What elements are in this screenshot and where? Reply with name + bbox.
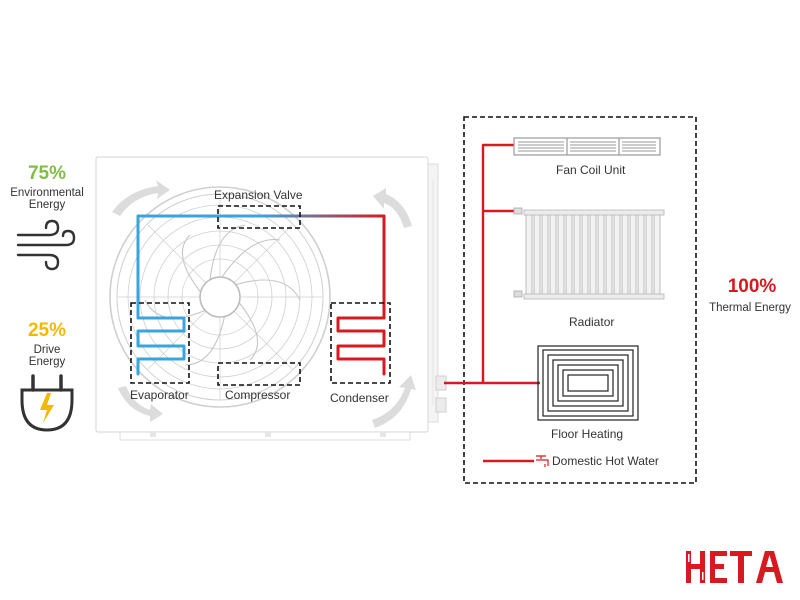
radiator-column: [581, 211, 589, 298]
refrigerant-circuit: [136, 214, 386, 376]
fan-coil-label: Fan Coil Unit: [556, 163, 626, 177]
distribution-pipe: [444, 143, 540, 463]
radiator-column: [613, 211, 621, 298]
fan-coil-unit: [513, 137, 661, 156]
brand-logo: [686, 550, 789, 584]
radiator-column: [525, 211, 533, 298]
heating-system-panel: [463, 116, 697, 484]
radiator-column: [597, 211, 605, 298]
expansion-valve-label: Expansion Valve: [214, 188, 303, 202]
radiator-column: [653, 211, 661, 298]
tap-icon: [536, 455, 549, 467]
drive-label-line1: Drive: [33, 344, 61, 356]
condenser-label: Condenser: [330, 391, 389, 405]
fan: [109, 186, 331, 408]
radiator-column: [629, 211, 637, 298]
floor-heating-label: Floor Heating: [551, 427, 624, 441]
floor-heating: [537, 345, 639, 421]
evaporator-label: Evaporator: [130, 388, 189, 402]
radiator: [513, 207, 665, 300]
radiator-column: [645, 211, 653, 298]
environmental-label-line2: Energy: [28, 199, 66, 211]
plug-lightning-icon: [20, 374, 74, 432]
hot-water-label: Domestic Hot Water: [552, 454, 659, 468]
radiator-column: [573, 211, 581, 298]
radiator-column: [541, 211, 549, 298]
thermal-label: Thermal Energy: [709, 302, 791, 314]
radiator-column: [637, 211, 645, 298]
airflow-arrows: [112, 180, 416, 428]
radiator-column: [565, 211, 573, 298]
radiator-column: [605, 211, 613, 298]
outdoor-unit: [95, 156, 447, 441]
compressor-label: Compressor: [225, 388, 291, 402]
radiator-column: [557, 211, 565, 298]
radiator-column: [533, 211, 541, 298]
drive-percent: 25%: [27, 320, 67, 341]
radiator-label: Radiator: [569, 315, 615, 329]
environmental-label-line1: Environmental: [10, 187, 84, 199]
component-boxes: [130, 205, 391, 386]
wind-icon: [16, 219, 76, 271]
environmental-percent: 75%: [27, 163, 67, 184]
radiator-column: [549, 211, 557, 298]
radiator-column: [589, 211, 597, 298]
drive-label-line2: Energy: [28, 356, 66, 368]
thermal-percent: 100%: [727, 276, 777, 297]
radiator-column: [621, 211, 629, 298]
